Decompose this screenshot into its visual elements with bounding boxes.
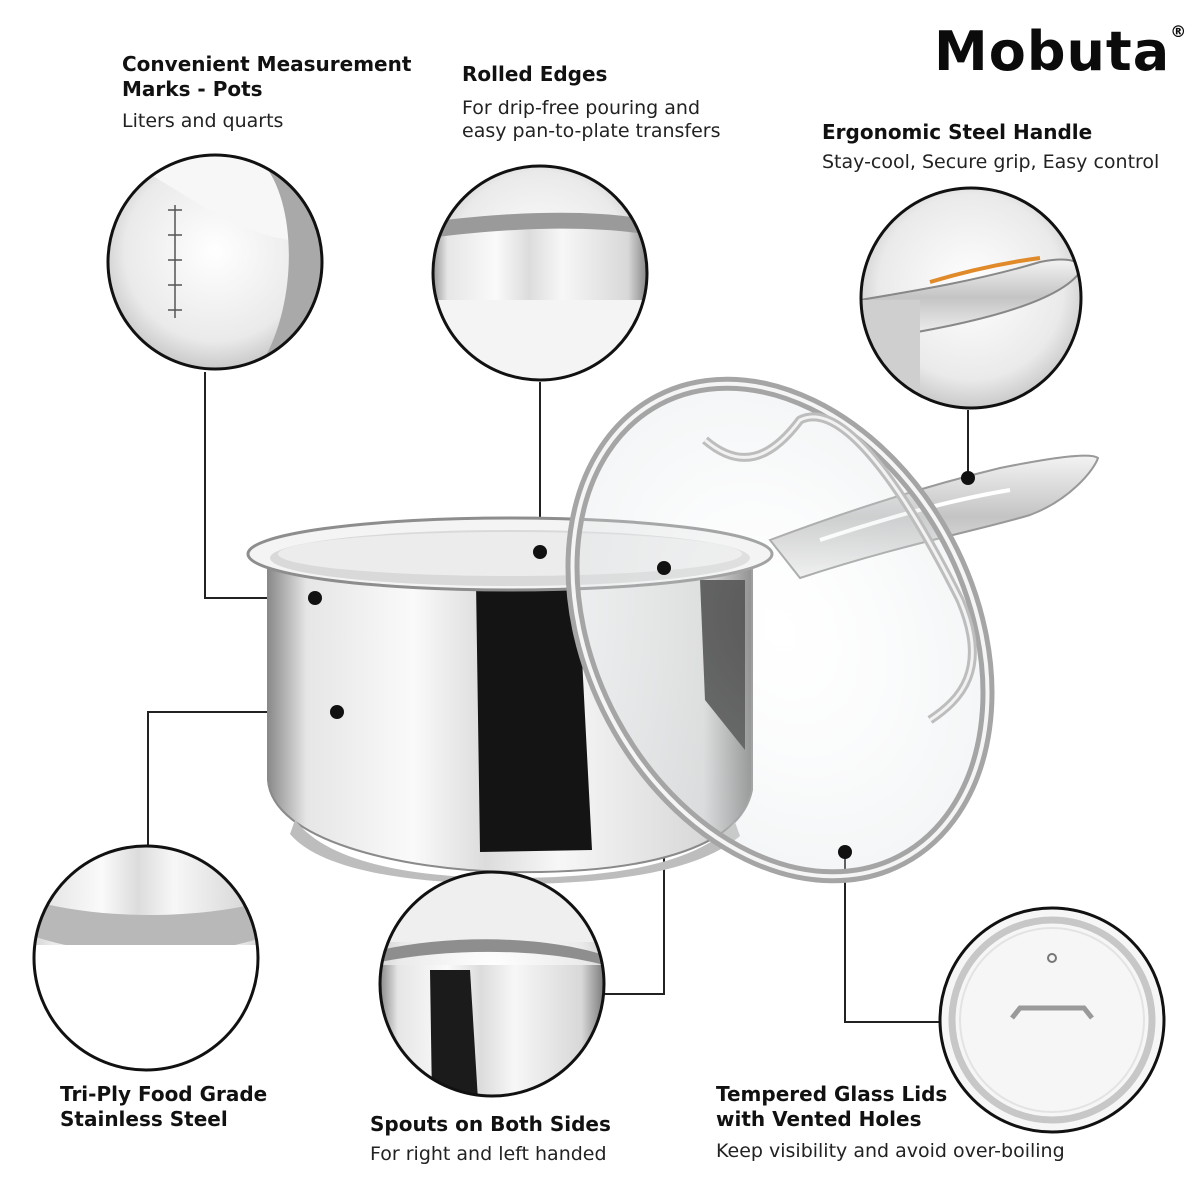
detail-circle-glass-lid (938, 906, 1166, 1134)
detail-circle-triply (32, 844, 260, 1072)
feature-handle: Ergonomic Steel Handle Stay-cool, Secure… (822, 120, 1159, 174)
feature-measurement: Convenient Measurement Marks - Pots Lite… (122, 52, 411, 133)
detail-circle-spouts (378, 870, 606, 1098)
feature-handle-title: Ergonomic Steel Handle (822, 120, 1093, 144)
brand-name: Mobuta (934, 20, 1171, 83)
feature-glass-lid: Tempered Glass Lids with Vented Holes Ke… (716, 1082, 1065, 1163)
feature-spouts-title: Spouts on Both Sides (370, 1112, 611, 1136)
feature-rolled-edges: Rolled Edges For drip-free pouring and e… (462, 62, 721, 143)
feature-glass-lid-title: Tempered Glass Lids with Vented Holes (716, 1082, 948, 1131)
feature-measurement-subtitle: Liters and quarts (122, 110, 284, 132)
feature-glass-lid-subtitle: Keep visibility and avoid over-boiling (716, 1140, 1065, 1162)
feature-spouts: Spouts on Both Sides For right and left … (370, 1112, 611, 1166)
feature-spouts-subtitle: For right and left handed (370, 1143, 607, 1165)
detail-circle-handle (859, 186, 1083, 410)
feature-rolled-edges-subtitle: For drip-free pouring and easy pan-to-pl… (462, 97, 721, 142)
feature-handle-subtitle: Stay-cool, Secure grip, Easy control (822, 151, 1160, 173)
brand-registered-mark: ® (1170, 22, 1188, 41)
feature-triply: Tri-Ply Food Grade Stainless Steel (60, 1082, 267, 1132)
callout-dots (308, 471, 975, 859)
detail-circle-measurement (106, 153, 324, 371)
feature-measurement-title: Convenient Measurement Marks - Pots (122, 52, 412, 101)
detail-circle-rolled-edges (431, 164, 649, 382)
glass-lid (565, 376, 995, 884)
feature-triply-title: Tri-Ply Food Grade Stainless Steel (60, 1082, 268, 1131)
brand-logo: Mobuta® (934, 20, 1187, 83)
feature-rolled-edges-title: Rolled Edges (462, 62, 608, 86)
